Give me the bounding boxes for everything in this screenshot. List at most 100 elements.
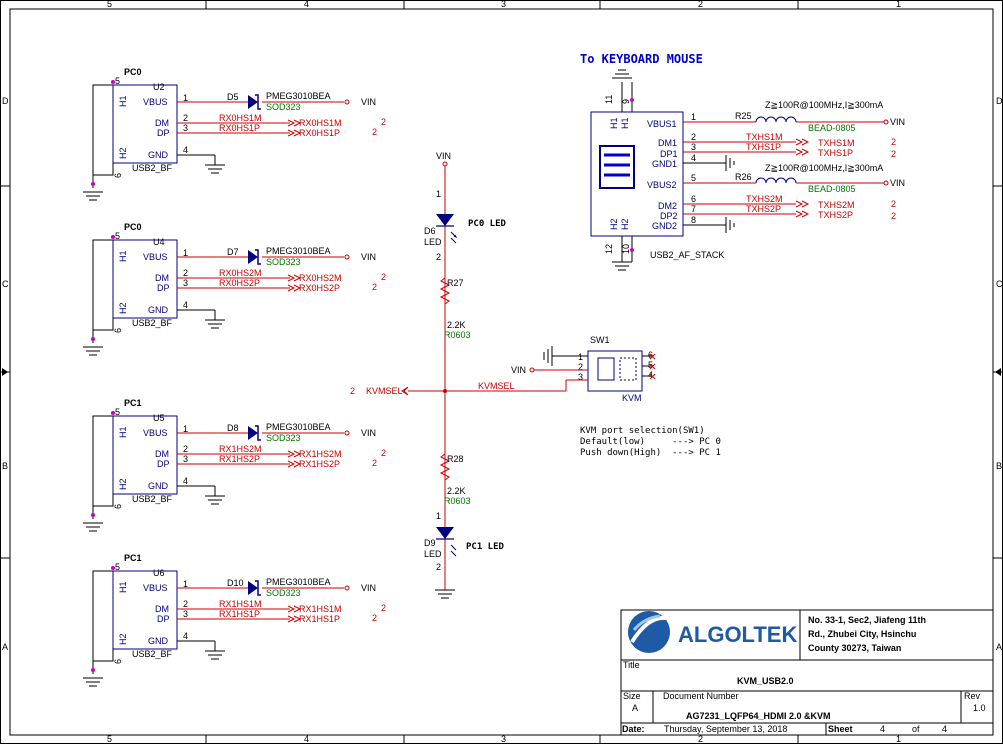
stack-vin-2: VIN: [890, 178, 905, 188]
no-connect-icon: [649, 353, 656, 380]
schottky-diode-icon: [248, 250, 258, 264]
d9-type: LED: [424, 549, 442, 559]
diode-part: PMEG3010BEA: [266, 91, 331, 101]
pin-vbus: VBUS: [143, 252, 168, 262]
r28-value: 2.2K: [447, 486, 466, 496]
svg-text:4: 4: [183, 476, 188, 486]
offpage-ref-dm: 2: [381, 272, 386, 282]
offpage-dm: RX1HS2M: [299, 449, 342, 459]
pin-h1: H1: [118, 426, 128, 438]
schottky-diode-icon: [248, 581, 258, 595]
diode-part: PMEG3010BEA: [266, 422, 331, 432]
off-txhs1m: TXHS1M: [818, 138, 855, 148]
gnd-icon: [205, 310, 225, 329]
zone-col-4-bottom: 4: [304, 734, 309, 744]
r25-bead: [755, 116, 797, 123]
svg-text:10: 10: [621, 244, 631, 254]
svg-text:H1: H1: [609, 117, 619, 129]
offpage-dp: RX0HS2P: [299, 283, 340, 293]
pin-gnd2: GND2: [652, 221, 677, 231]
offpage-ref-dm: 2: [381, 448, 386, 458]
offpage-arrow-icon: [287, 450, 302, 468]
kvmsel-net: KVMSEL: [478, 381, 515, 391]
svg-text:5: 5: [115, 562, 120, 572]
connector-ref: U2: [153, 82, 165, 92]
usb-bf-body: [112, 239, 178, 319]
usb-bf-body: [112, 84, 178, 164]
connector-type: USB2_BF: [132, 494, 173, 504]
connector-type: USB2_BF: [132, 318, 173, 328]
svg-text:5: 5: [691, 173, 696, 183]
pc0-led-label: PC0 LED: [468, 219, 507, 229]
svg-text:2: 2: [183, 113, 188, 123]
center-vin-label: VIN: [436, 151, 451, 161]
r27-pkg: R0603: [444, 330, 471, 340]
net-dp: RX1HS1P: [219, 609, 260, 619]
svg-text:H2: H2: [609, 218, 619, 230]
svg-text:H1: H1: [620, 117, 630, 129]
svg-text:6: 6: [691, 194, 696, 204]
size-value: A: [632, 703, 638, 713]
svg-text:5: 5: [115, 407, 120, 417]
r25-bead-pkg: BEAD-0805: [808, 123, 856, 133]
pin-h1: H1: [118, 250, 128, 262]
d6-led-symbol: [436, 214, 454, 226]
schematic-title: KVM_USB2.0: [737, 676, 794, 686]
svg-text:1: 1: [183, 93, 188, 103]
d6-type: LED: [424, 237, 442, 247]
pin-dm: DM: [155, 449, 169, 459]
offpage-arrow-icon: [287, 605, 302, 623]
zone-col-1: 1: [896, 0, 901, 9]
svg-text:4: 4: [691, 153, 696, 163]
algoltek-logo: ALGOLTEK: [628, 611, 797, 653]
connector-ref: U4: [153, 237, 165, 247]
offpage-ref-dp: 2: [372, 613, 377, 623]
svg-text:1: 1: [183, 579, 188, 589]
r27-resistor: [439, 277, 451, 305]
svg-text:1: 1: [436, 189, 441, 199]
zone-row-a: A: [2, 642, 8, 652]
svg-text:6: 6: [113, 328, 123, 333]
pin-gnd1: GND1: [652, 159, 677, 169]
sw1-note-2: Default(low) ---> PC 0: [580, 437, 721, 447]
offpage-dm: RX1HS1M: [299, 604, 342, 614]
bead-spec-1: Z≧100R@100MHz,I≧300mA: [765, 100, 883, 110]
sheet-label: Sheet: [828, 724, 853, 734]
sw1-note-1: KVM port selection(SW1): [580, 426, 705, 436]
svg-text:1: 1: [436, 511, 441, 521]
usb-bf-body: [112, 570, 178, 650]
address-line-3: County 30273, Taiwan: [808, 643, 901, 653]
svg-text:2: 2: [891, 211, 896, 221]
zone-row-c-right: C: [996, 279, 1003, 289]
svg-text:2: 2: [183, 599, 188, 609]
usb-stack-body: [590, 111, 684, 237]
net-dm: RX0HS1M: [219, 113, 262, 123]
diode-ref: D10: [227, 578, 244, 588]
svg-text:2: 2: [183, 444, 188, 454]
usb-stack-type: USB2_AF_STACK: [650, 250, 724, 260]
rev-value: 1.0: [973, 703, 986, 713]
offpage-ref-dm: 2: [381, 117, 386, 127]
size-label: Size: [623, 691, 641, 701]
pc1-led-label: PC1 LED: [466, 542, 505, 552]
off-txhs2m: TXHS2M: [818, 200, 855, 210]
sw1-body: [587, 350, 643, 392]
svg-text:1: 1: [578, 352, 583, 362]
offpage-dm: RX0HS1M: [299, 118, 342, 128]
offpage-ref-dp: 2: [372, 127, 377, 137]
zone-col-2: 2: [698, 0, 703, 9]
company-name: ALGOLTEK: [678, 622, 797, 647]
stack-ground-bottom-icon: [612, 261, 632, 271]
zone-row-d-right: D: [996, 96, 1003, 106]
svg-text:2: 2: [891, 137, 896, 147]
svg-text:1: 1: [691, 112, 696, 122]
r26-ref: R26: [735, 172, 752, 182]
diode-part: PMEG3010BEA: [266, 246, 331, 256]
pin-dp: DP: [157, 128, 170, 138]
pin-gnd: GND: [148, 150, 169, 160]
r26-bead: [755, 177, 797, 184]
svg-text:5: 5: [115, 76, 120, 86]
pin-dp: DP: [157, 459, 170, 469]
